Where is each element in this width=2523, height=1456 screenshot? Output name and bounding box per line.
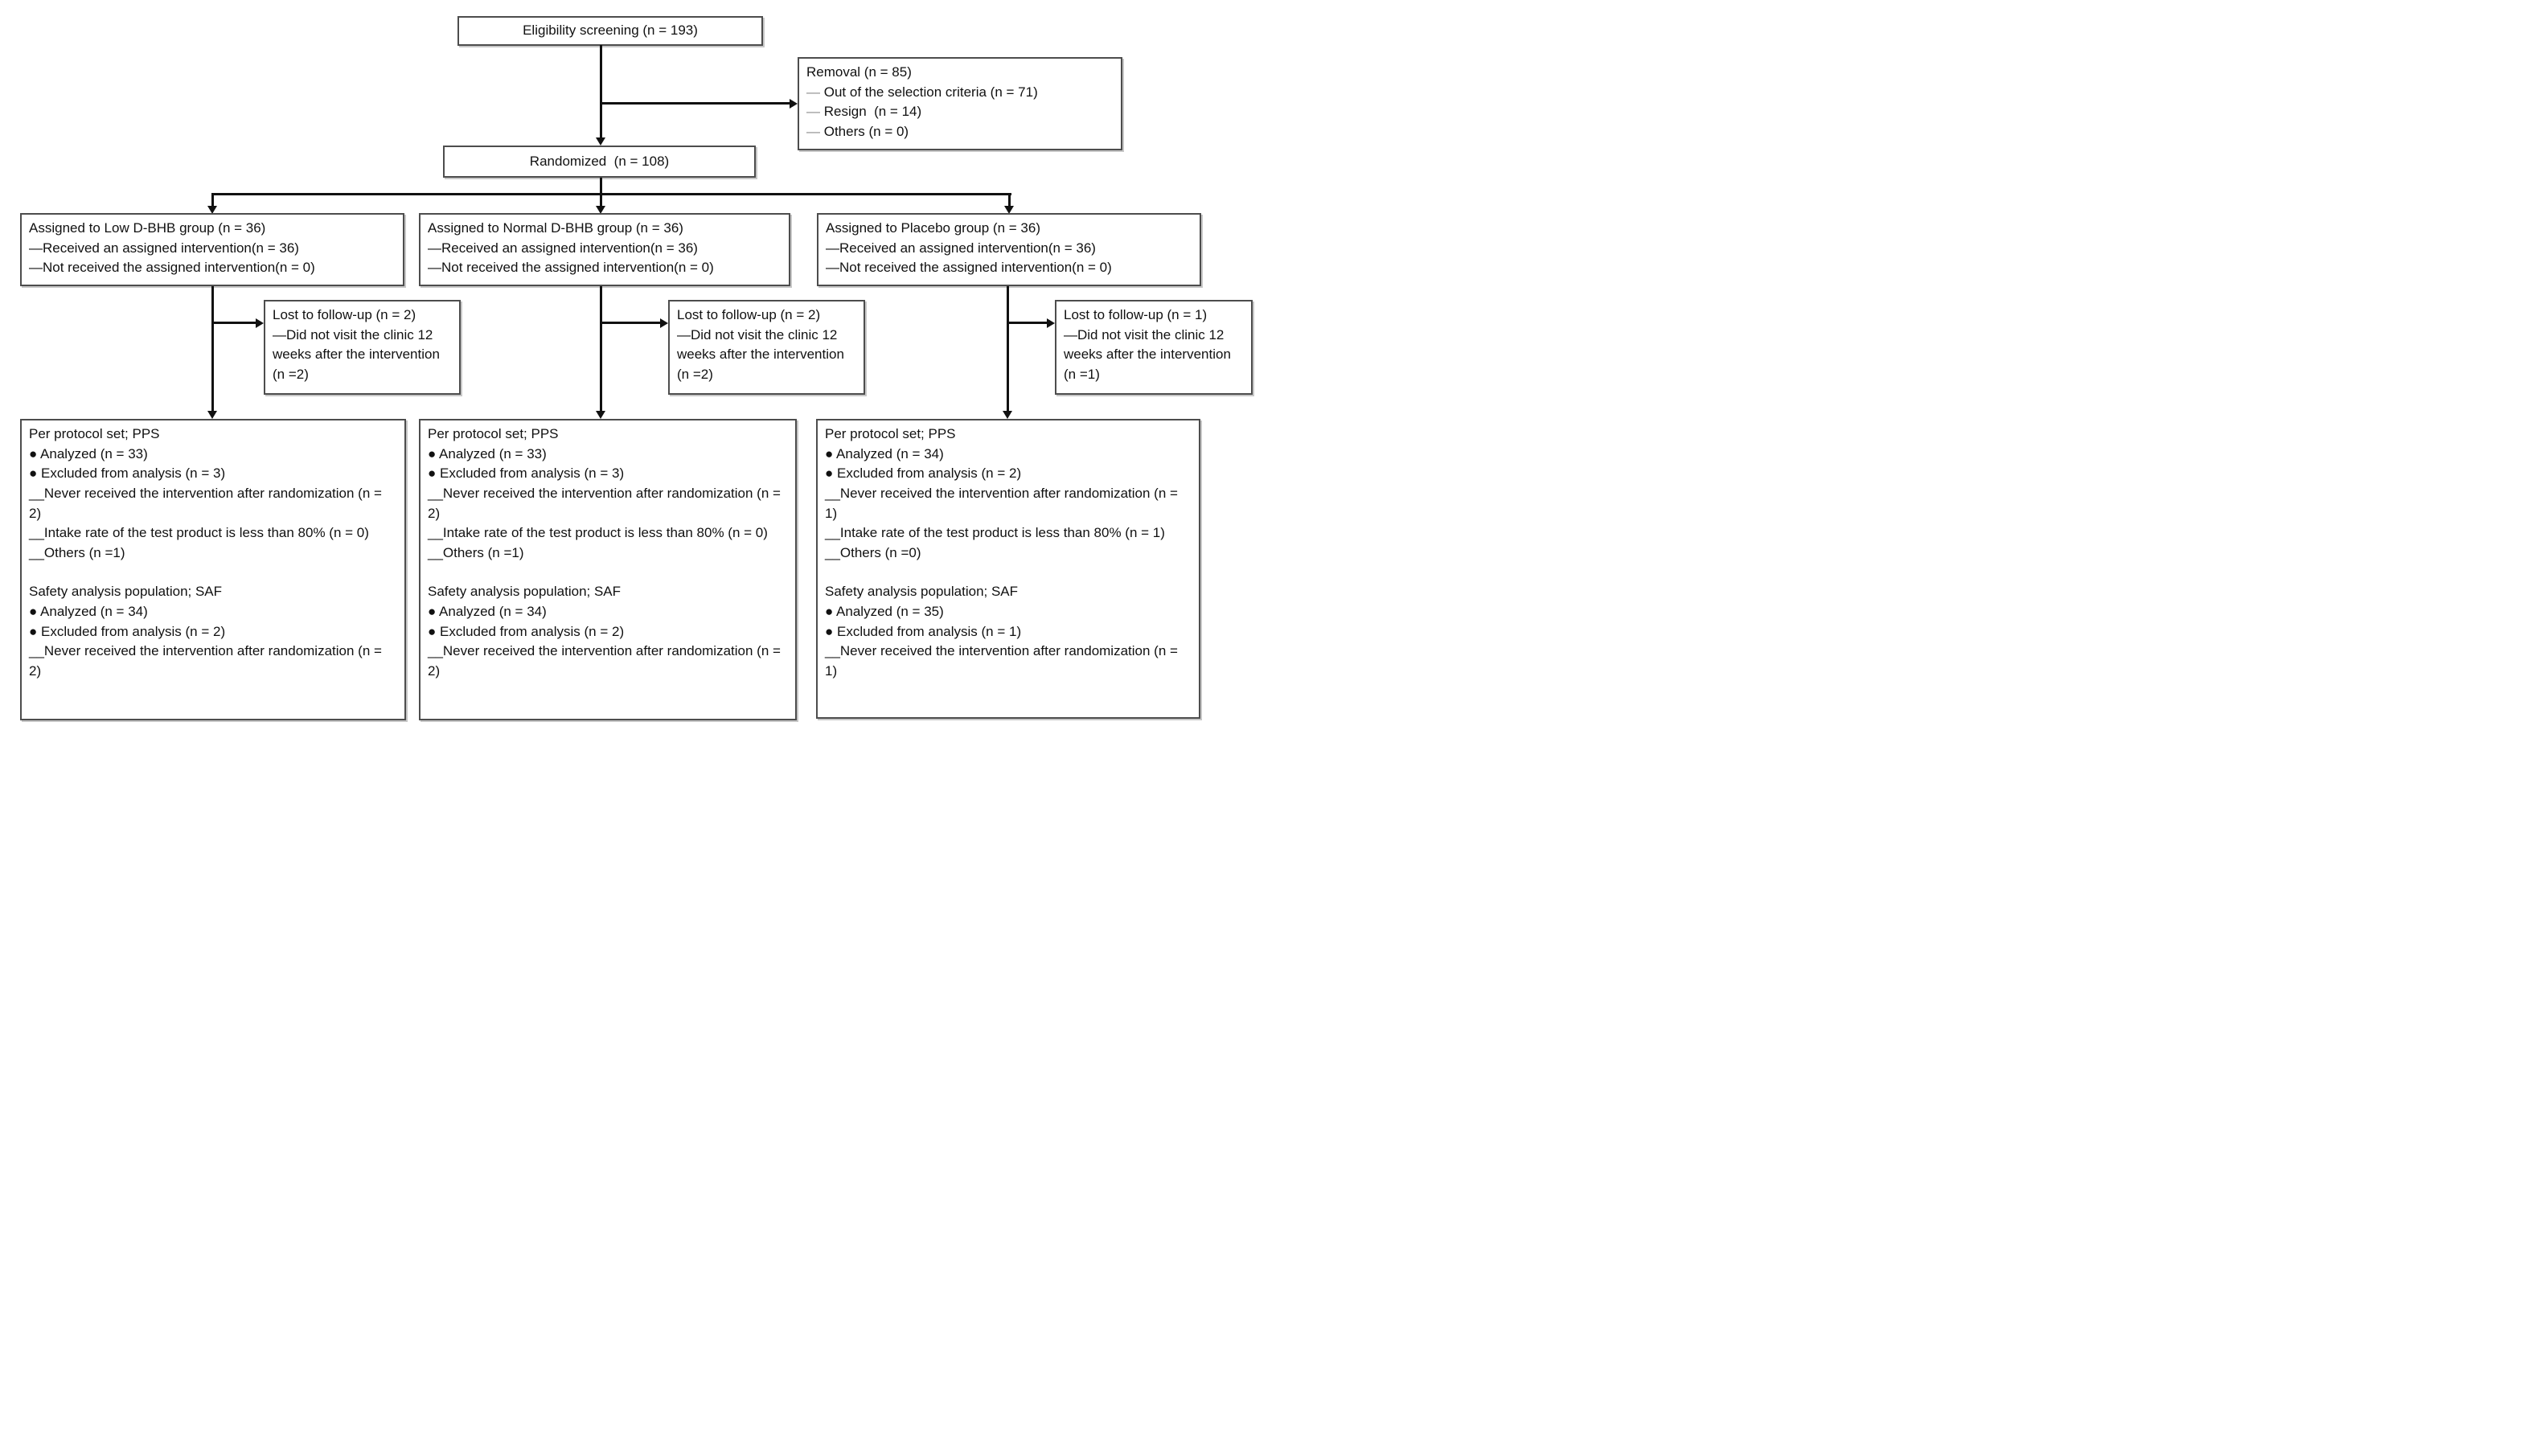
lost-detail: —Did not visit the clinic 12 weeks after… [273,326,444,382]
connector-normal-dbhb-line [600,286,602,412]
lost-detail: —Did not visit the clinic 12 weeks after… [677,326,848,382]
connector-eligibility-to-randomized-line [600,45,602,140]
pps-title: Per protocol set; PPS [428,426,559,441]
arrowhead-into-normal-dbhb [596,206,605,214]
lost-detail: —Did not visit the clinic 12 weeks after… [1064,326,1235,382]
removal-item: — Others (n = 0) [806,122,1114,142]
pps-item: ● Excluded from analysis (n = 3) [29,466,226,482]
pps-title: Per protocol set; PPS [825,426,956,441]
saf-item: ● Analyzed (n = 34) [29,604,148,620]
saf-item: __Never received the intervention after … [29,643,386,679]
drop-line-middle [600,195,602,207]
lost-title: Lost to follow-up (n = 2) [677,307,821,322]
branch-low-dbhb-lost-line [212,322,256,324]
saf-title: Safety analysis population; SAF [428,584,622,600]
analysis-box-normal-dbhb: Per protocol set; PPS ● Analyzed (n = 33… [419,419,797,720]
assigned-title: Assigned to Placebo group (n = 36) [826,220,1040,236]
saf-title: Safety analysis population; SAF [825,584,1019,600]
removal-item-text: Resign (n = 14) [823,104,922,120]
eligibility-screening-box: Eligibility screening (n = 193) [457,16,763,46]
consort-flow-diagram: Eligibility screening (n = 193) Removal … [0,0,1262,728]
analysis-box-placebo: Per protocol set; PPS ● Analyzed (n = 34… [816,419,1200,719]
assigned-item: —Received an assigned intervention(n = 3… [428,240,698,256]
eligibility-screening-label: Eligibility screening (n = 193) [523,23,698,39]
pps-item: ● Analyzed (n = 34) [825,445,944,461]
section-gap [29,563,397,582]
arrowhead-into-placebo-analysis [1003,411,1012,419]
branch-placebo-lost-line [1007,322,1047,324]
pps-item: __Others (n =1) [29,544,125,560]
saf-title: Safety analysis population; SAF [29,584,223,600]
pps-item: ● Analyzed (n = 33) [29,445,148,461]
arrowhead-into-low-dbhb [207,206,217,214]
analysis-box-low-dbhb: Per protocol set; PPS ● Analyzed (n = 33… [20,419,406,720]
pps-item: __Intake rate of the test product is les… [29,525,369,541]
removal-item-text: Out of the selection criteria (n = 71) [823,84,1038,100]
connector-randomized-stub [600,178,602,195]
saf-item: ● Analyzed (n = 35) [825,604,944,620]
assigned-item: —Received an assigned intervention(n = 3… [29,240,299,256]
assigned-title: Assigned to Low D-BHB group (n = 36) [29,220,266,236]
lost-to-followup-box-placebo: Lost to follow-up (n = 1) —Did not visit… [1055,300,1253,395]
arrowhead-into-placebo-lost [1047,318,1055,328]
drop-line-left [211,193,214,207]
randomized-box: Randomized (n = 108) [443,146,756,178]
pps-item: __Never received the intervention after … [428,485,785,521]
arrowhead-into-normal-dbhb-analysis [596,411,605,419]
connector-placebo-line [1007,286,1009,412]
pps-item: __Never received the intervention after … [29,485,386,521]
lost-title: Lost to follow-up (n = 2) [273,307,416,322]
removal-item: — Out of the selection criteria (n = 71) [806,83,1114,103]
dash-prefix: — [806,104,824,120]
assigned-item: —Not received the assigned intervention(… [826,260,1112,276]
pps-item: __Never received the intervention after … [825,485,1182,521]
assigned-item: —Received an assigned intervention(n = 3… [826,240,1096,256]
pps-item: ● Excluded from analysis (n = 2) [825,466,1022,482]
assigned-box-normal-dbhb: Assigned to Normal D-BHB group (n = 36) … [419,213,790,286]
arrowhead-into-low-dbhb-lost [256,318,264,328]
distribution-line [211,193,1011,195]
arrowhead-into-removal [790,99,798,109]
lost-title: Lost to follow-up (n = 1) [1064,307,1208,322]
lost-to-followup-box-low-dbhb: Lost to follow-up (n = 2) —Did not visit… [264,300,461,395]
pps-item: __Intake rate of the test product is les… [428,525,768,541]
section-gap [825,563,1192,582]
branch-normal-dbhb-lost-line [601,322,660,324]
pps-item: ● Analyzed (n = 33) [428,445,547,461]
assigned-item: —Not received the assigned intervention(… [428,260,714,276]
removal-box: Removal (n = 85) — Out of the selection … [798,57,1122,150]
saf-item: __Never received the intervention after … [825,643,1182,679]
assigned-box-low-dbhb: Assigned to Low D-BHB group (n = 36) —Re… [20,213,404,286]
assigned-title: Assigned to Normal D-BHB group (n = 36) [428,220,683,236]
pps-item: __Others (n =0) [825,544,921,560]
pps-item: __Intake rate of the test product is les… [825,525,1165,541]
arrowhead-into-placebo [1004,206,1014,214]
removal-item: — Resign (n = 14) [806,102,1114,122]
arrowhead-into-randomized [596,137,605,146]
assigned-box-placebo: Assigned to Placebo group (n = 36) —Rece… [817,213,1201,286]
pps-item: __Others (n =1) [428,544,524,560]
removal-title: Removal (n = 85) [806,64,912,80]
section-gap [428,563,788,582]
arrowhead-into-normal-dbhb-lost [660,318,668,328]
connector-to-removal-line [601,102,791,105]
pps-item: ● Excluded from analysis (n = 3) [428,466,625,482]
connector-low-dbhb-line [211,286,214,412]
lost-to-followup-box-normal-dbhb: Lost to follow-up (n = 2) —Did not visit… [668,300,865,395]
saf-item: __Never received the intervention after … [428,643,785,679]
randomized-label: Randomized (n = 108) [529,153,670,169]
drop-line-right [1008,193,1011,207]
saf-item: ● Excluded from analysis (n = 1) [825,623,1022,639]
removal-item-text: Others (n = 0) [823,123,909,139]
dash-prefix: — [806,84,824,100]
pps-title: Per protocol set; PPS [29,426,160,441]
saf-item: ● Excluded from analysis (n = 2) [428,623,625,639]
assigned-item: —Not received the assigned intervention(… [29,260,315,276]
saf-item: ● Excluded from analysis (n = 2) [29,623,226,639]
arrowhead-into-low-dbhb-analysis [207,411,217,419]
dash-prefix: — [806,123,824,139]
saf-item: ● Analyzed (n = 34) [428,604,547,620]
